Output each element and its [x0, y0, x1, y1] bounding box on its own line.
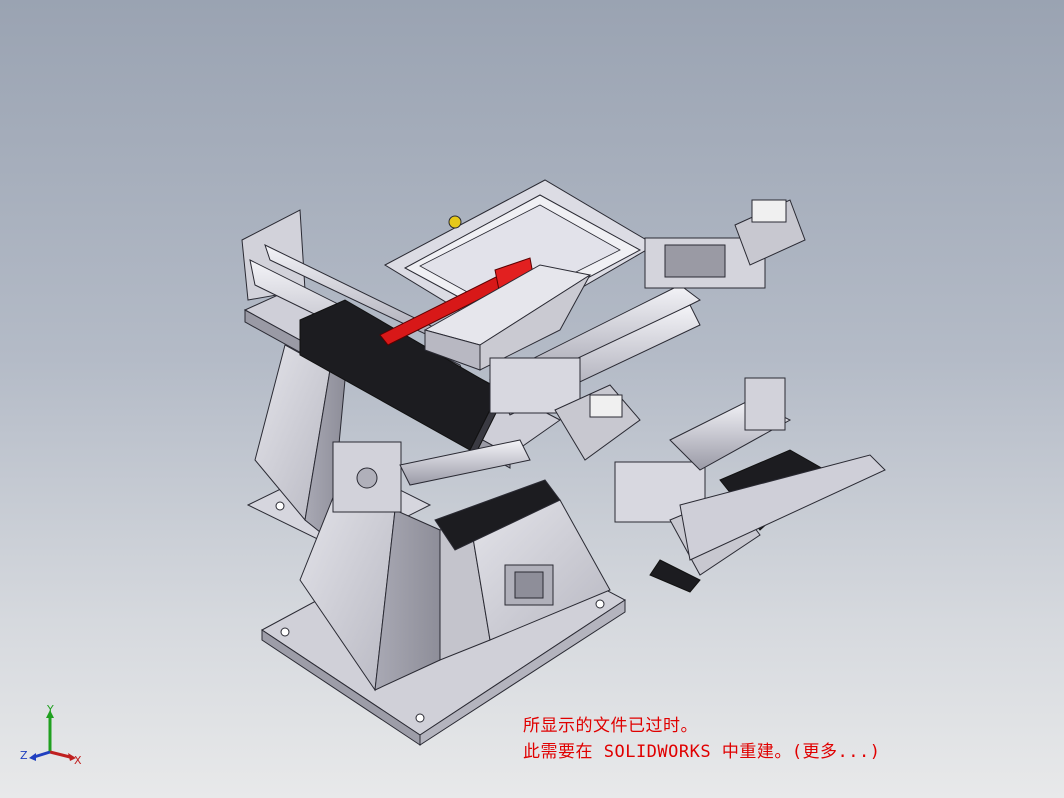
y-axis-label: Y	[46, 703, 54, 716]
top-frame[interactable]	[383, 179, 656, 336]
front-upright[interactable]	[299, 479, 611, 692]
x-axis-icon	[49, 750, 71, 759]
rebuild-notice-line1[interactable]: 所显示的文件已过时。	[523, 716, 698, 736]
y-arrow-icon	[46, 710, 54, 718]
wedge-platform[interactable]	[423, 264, 592, 371]
right-rail-lower[interactable]	[669, 377, 792, 471]
z-arrow-icon	[29, 753, 36, 761]
x-arrow-icon	[68, 753, 76, 761]
rebuild-notice-line2[interactable]: 此需要在 SOLIDWORKS 中重建。(更多...)	[523, 742, 881, 762]
middle-rail-assembly[interactable]	[332, 439, 561, 551]
x-axis-label: X	[74, 754, 82, 767]
axis-triad[interactable]: Y Z X	[18, 702, 88, 772]
z-axis-icon	[33, 750, 51, 759]
z-axis-label: Z	[20, 749, 28, 762]
servo-motor-top[interactable]	[734, 199, 806, 266]
servo-motor-middle[interactable]	[489, 357, 641, 461]
right-lower-tray[interactable]	[679, 454, 886, 561]
